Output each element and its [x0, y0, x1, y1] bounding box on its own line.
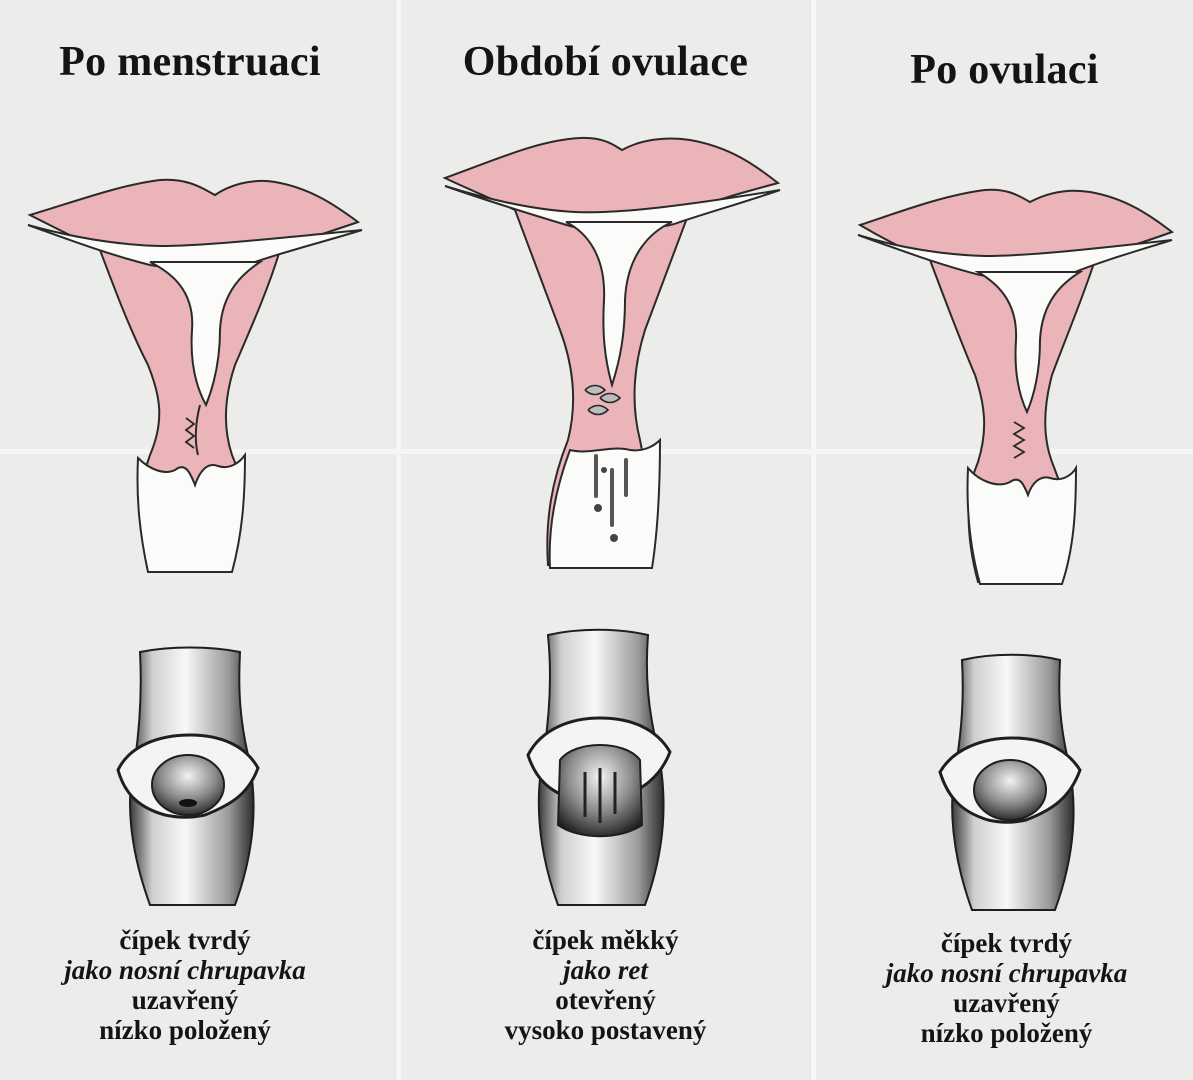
- cervix-opening: uzavřený: [820, 988, 1193, 1018]
- caption-after-menstruation: čípek tvrdý jako nosní chrupavka uzavřen…: [0, 925, 370, 1045]
- cervix-view-after-menstruation: [118, 648, 258, 906]
- uterus-diagram-after-ovulation: [858, 190, 1172, 584]
- cervix-texture: čípek tvrdý: [820, 928, 1193, 958]
- texture-comparison: jako nosní chrupavka: [0, 955, 370, 985]
- caption-ovulation-period: čípek měkký jako ret otevřený vysoko pos…: [401, 925, 810, 1045]
- texture-comparison: jako ret: [401, 955, 810, 985]
- cervix-texture: čípek tvrdý: [0, 925, 370, 955]
- cervix-texture: čípek měkký: [401, 925, 810, 955]
- cervix-opening: uzavřený: [0, 985, 370, 1015]
- cervix-view-ovulation-period: [528, 630, 670, 905]
- uterus-diagram-ovulation-period: [445, 138, 780, 568]
- texture-comparison: jako nosní chrupavka: [820, 958, 1193, 988]
- cervix-opening: otevřený: [401, 985, 810, 1015]
- cervix-position: nízko položený: [0, 1015, 370, 1045]
- cervix-position: nízko položený: [820, 1018, 1193, 1048]
- caption-after-ovulation: čípek tvrdý jako nosní chrupavka uzavřen…: [820, 928, 1193, 1048]
- cervix-position: vysoko postavený: [401, 1015, 810, 1045]
- uterus-diagram-after-menstruation: [28, 180, 362, 572]
- cervix-view-after-ovulation: [940, 655, 1080, 910]
